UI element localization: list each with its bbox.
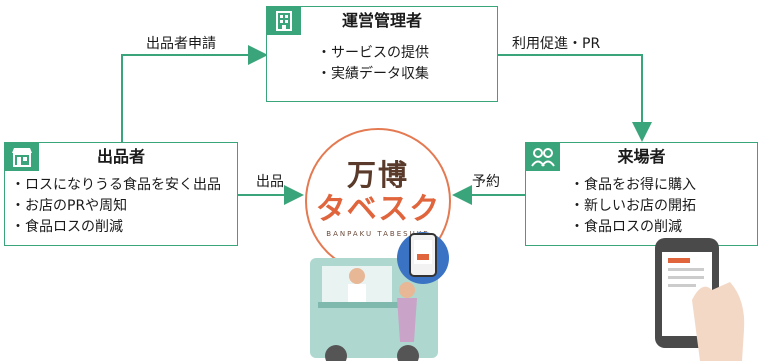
flow-label-promote: 利用促進・PR [512, 36, 601, 52]
seller-item: ・ロスになりうる食品を安く出品 [11, 177, 221, 193]
seller-item: ・お店のPRや周知 [11, 198, 128, 214]
arrow-seller-to-admin [121, 45, 268, 142]
visitor-item: ・食品ロスの削減 [570, 219, 682, 235]
seller-list: ・ロスになりうる食品を安く出品 ・お店のPRや周知 ・食品ロスの削減 [5, 171, 237, 238]
people-icon [526, 143, 560, 171]
visitor-box: 来場者 ・食品をお得に購入 ・新しいお店の開拓 ・食品ロスの削減 [525, 142, 758, 246]
seller-item: ・食品ロスの削減 [11, 219, 123, 235]
flow-label-apply: 出品者申請 [146, 36, 216, 52]
visitor-item: ・食品をお得に購入 [570, 177, 696, 193]
flow-label-list: 出品 [256, 174, 284, 190]
visitor-title: 来場者 [617, 147, 666, 166]
admin-title: 運営管理者 [341, 11, 422, 30]
visitor-item: ・新しいお店の開拓 [570, 198, 696, 214]
storefront-icon [5, 143, 39, 171]
visitor-list: ・食品をお得に購入 ・新しいお店の開拓 ・食品ロスの削減 [526, 171, 757, 238]
admin-box: 運営管理者 ・サービスの提供 ・実績データ収集 [266, 6, 498, 102]
flow-label-reserve: 予約 [472, 174, 500, 190]
admin-item: ・実績データ収集 [317, 66, 429, 82]
building-icon [267, 7, 301, 35]
logo-line-3: BANPAKU TABESUKE [326, 230, 430, 238]
banpaku-tabesuke-logo: 万博 タベスク BANPAKU TABESUKE [305, 128, 451, 274]
seller-title: 出品者 [96, 147, 145, 166]
logo-line-1: 万博 [346, 158, 409, 192]
arrow-admin-to-visitor [498, 54, 652, 142]
admin-list: ・サービスの提供 ・実績データ収集 [267, 35, 497, 85]
seller-box: 出品者 ・ロスになりうる食品を安く出品 ・お店のPRや周知 ・食品ロスの削減 [4, 142, 238, 246]
logo-line-2: タベスク [315, 192, 441, 227]
admin-item: ・サービスの提供 [317, 45, 429, 61]
